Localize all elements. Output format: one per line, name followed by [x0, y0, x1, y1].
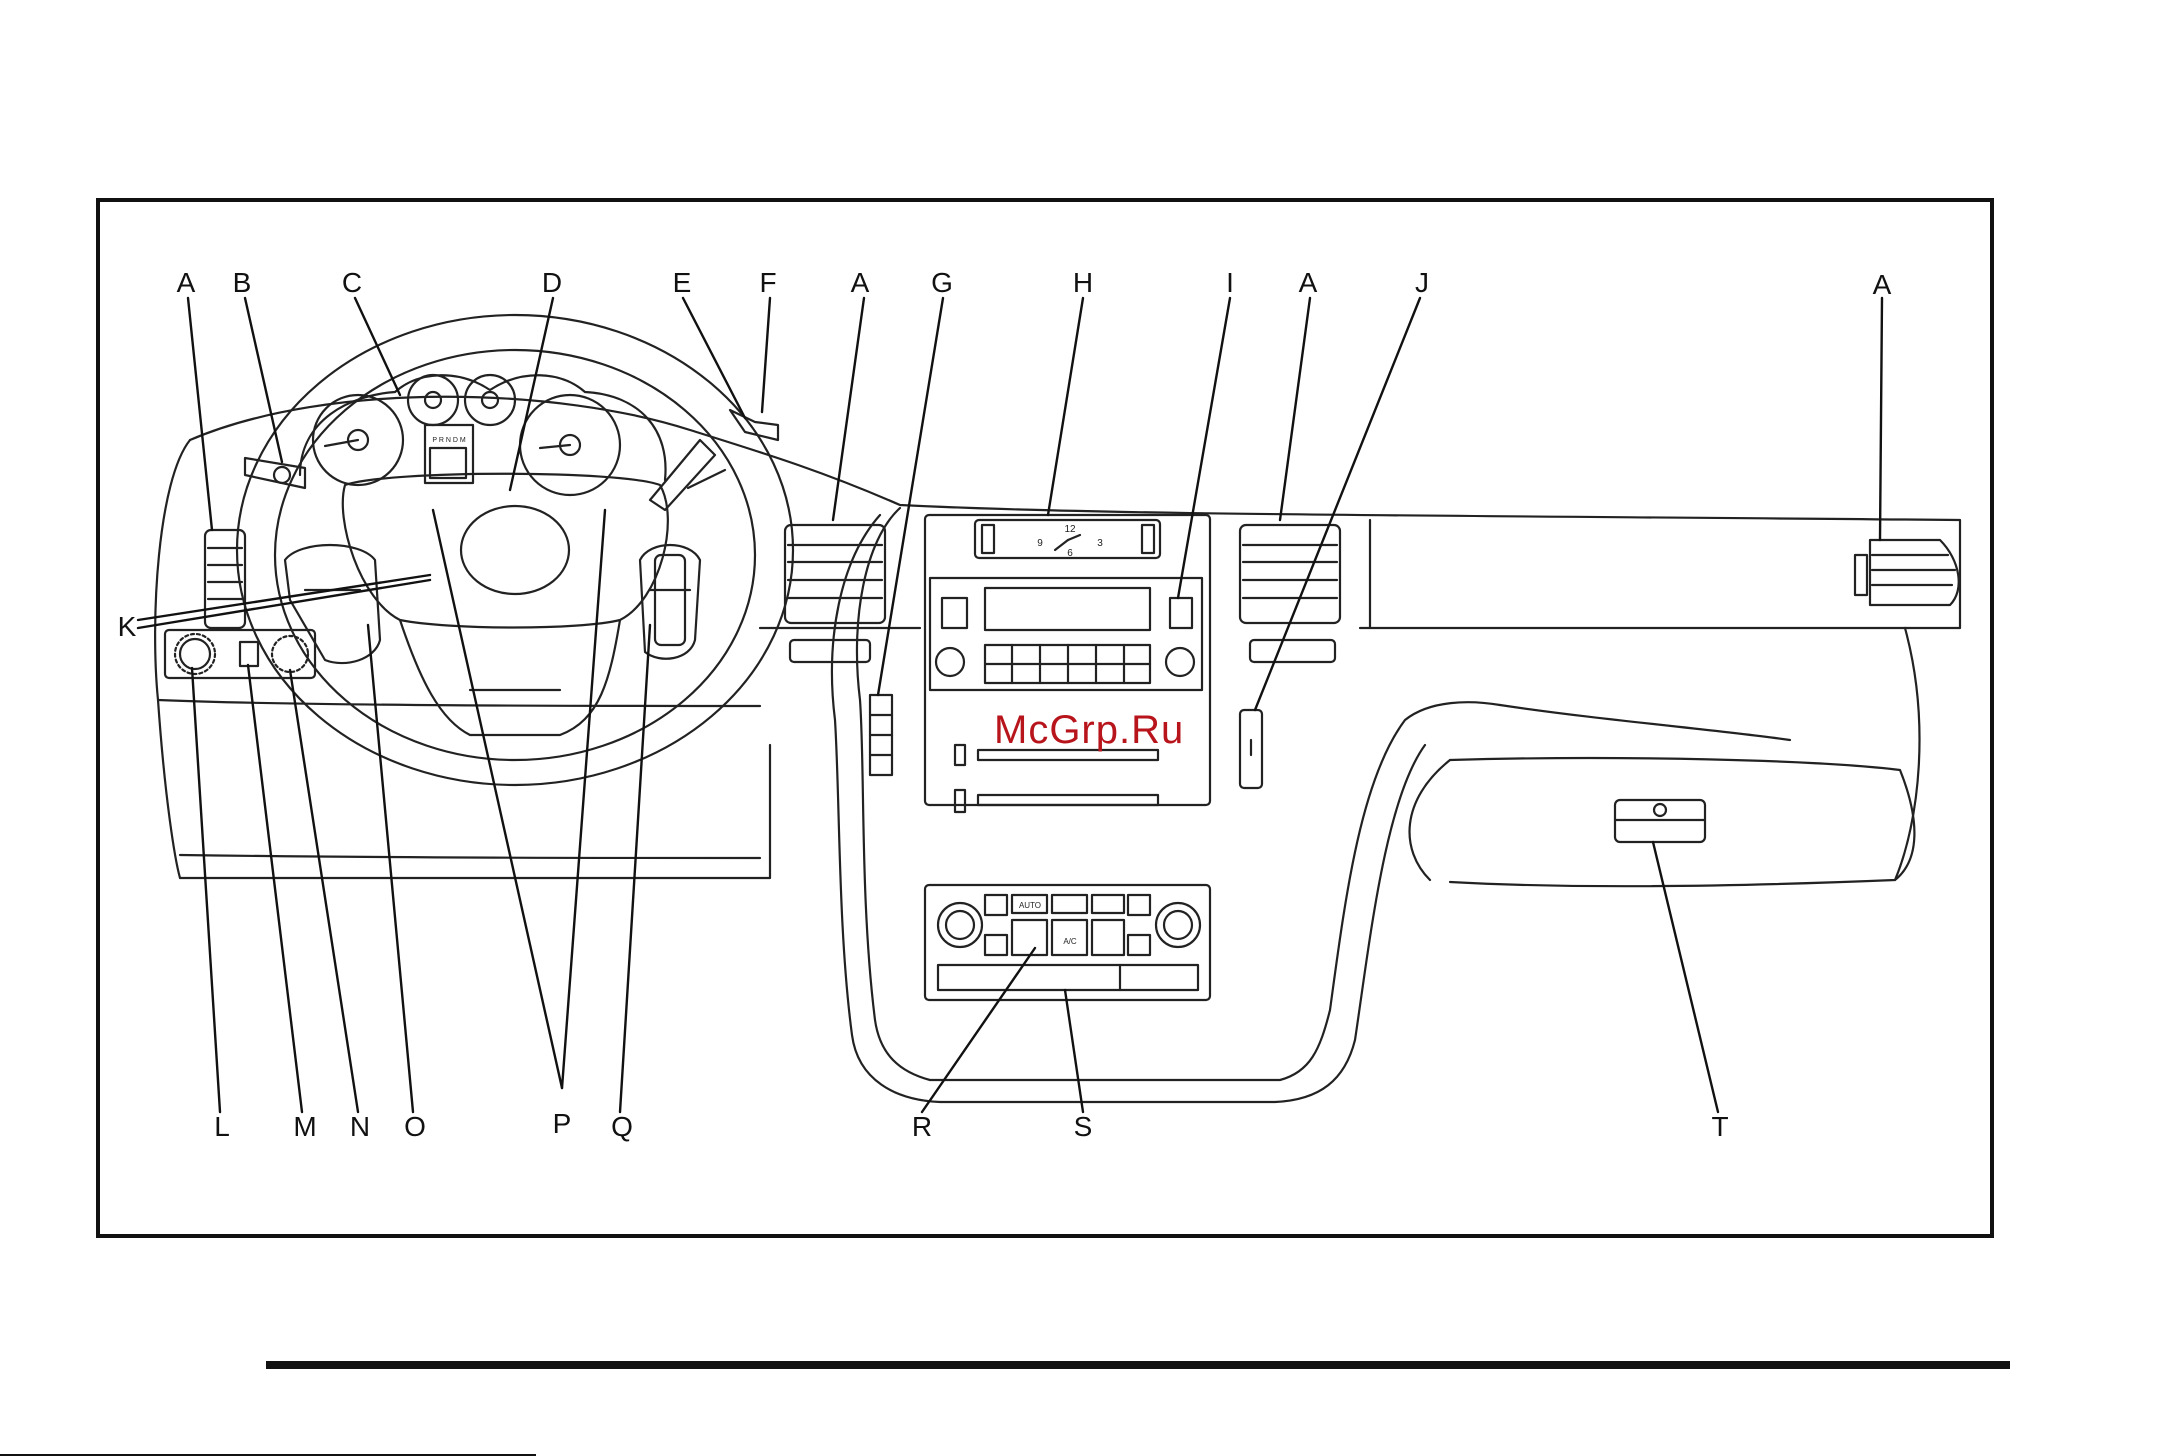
steering-wheel	[237, 315, 793, 785]
callout-l: L	[214, 1111, 230, 1142]
air-outlet-center-left	[785, 525, 885, 662]
clock-9: 9	[1037, 538, 1043, 549]
callout-n: N	[350, 1111, 370, 1142]
clock-12: 12	[1064, 524, 1076, 535]
glove-box-latch	[1615, 800, 1705, 842]
callout-b: B	[233, 267, 252, 298]
footer-rule	[266, 1361, 2010, 1369]
callout-d: D	[542, 267, 562, 298]
callout-g: G	[931, 267, 953, 298]
callout-c: C	[342, 267, 362, 298]
callout-r: R	[912, 1111, 932, 1142]
callout-o: O	[404, 1111, 426, 1142]
clock-6: 6	[1067, 548, 1073, 559]
passenger-airbag-indicator	[1240, 710, 1262, 788]
callout-e: E	[673, 267, 692, 298]
callout-f: F	[759, 267, 776, 298]
air-outlet-center-right	[1240, 525, 1340, 662]
callout-q: Q	[611, 1111, 633, 1142]
auto-button-label: AUTO	[1019, 901, 1041, 910]
shift-lever	[650, 410, 778, 510]
callout-t: T	[1711, 1111, 1728, 1142]
callout-a4: A	[1873, 269, 1892, 300]
gear-indicator: P R N D M	[432, 437, 465, 444]
callout-a2: A	[851, 267, 870, 298]
watermark: McGrp.Ru	[994, 708, 1184, 753]
clock-3: 3	[1097, 538, 1103, 549]
callout-s: S	[1074, 1111, 1093, 1142]
ac-button-label: A/C	[1063, 937, 1077, 946]
callout-p: P	[553, 1108, 572, 1139]
callout-a1: A	[177, 267, 196, 298]
hazard-switch-stack	[870, 695, 892, 775]
air-outlet-right	[1855, 540, 1959, 605]
callout-h: H	[1073, 267, 1093, 298]
callout-a3: A	[1299, 267, 1318, 298]
callout-k: K	[118, 611, 137, 642]
callout-i: I	[1226, 267, 1234, 298]
callout-j: J	[1415, 267, 1429, 298]
left-switch-bank	[165, 630, 315, 678]
center-stack	[925, 515, 1210, 812]
callout-m: M	[293, 1111, 316, 1142]
